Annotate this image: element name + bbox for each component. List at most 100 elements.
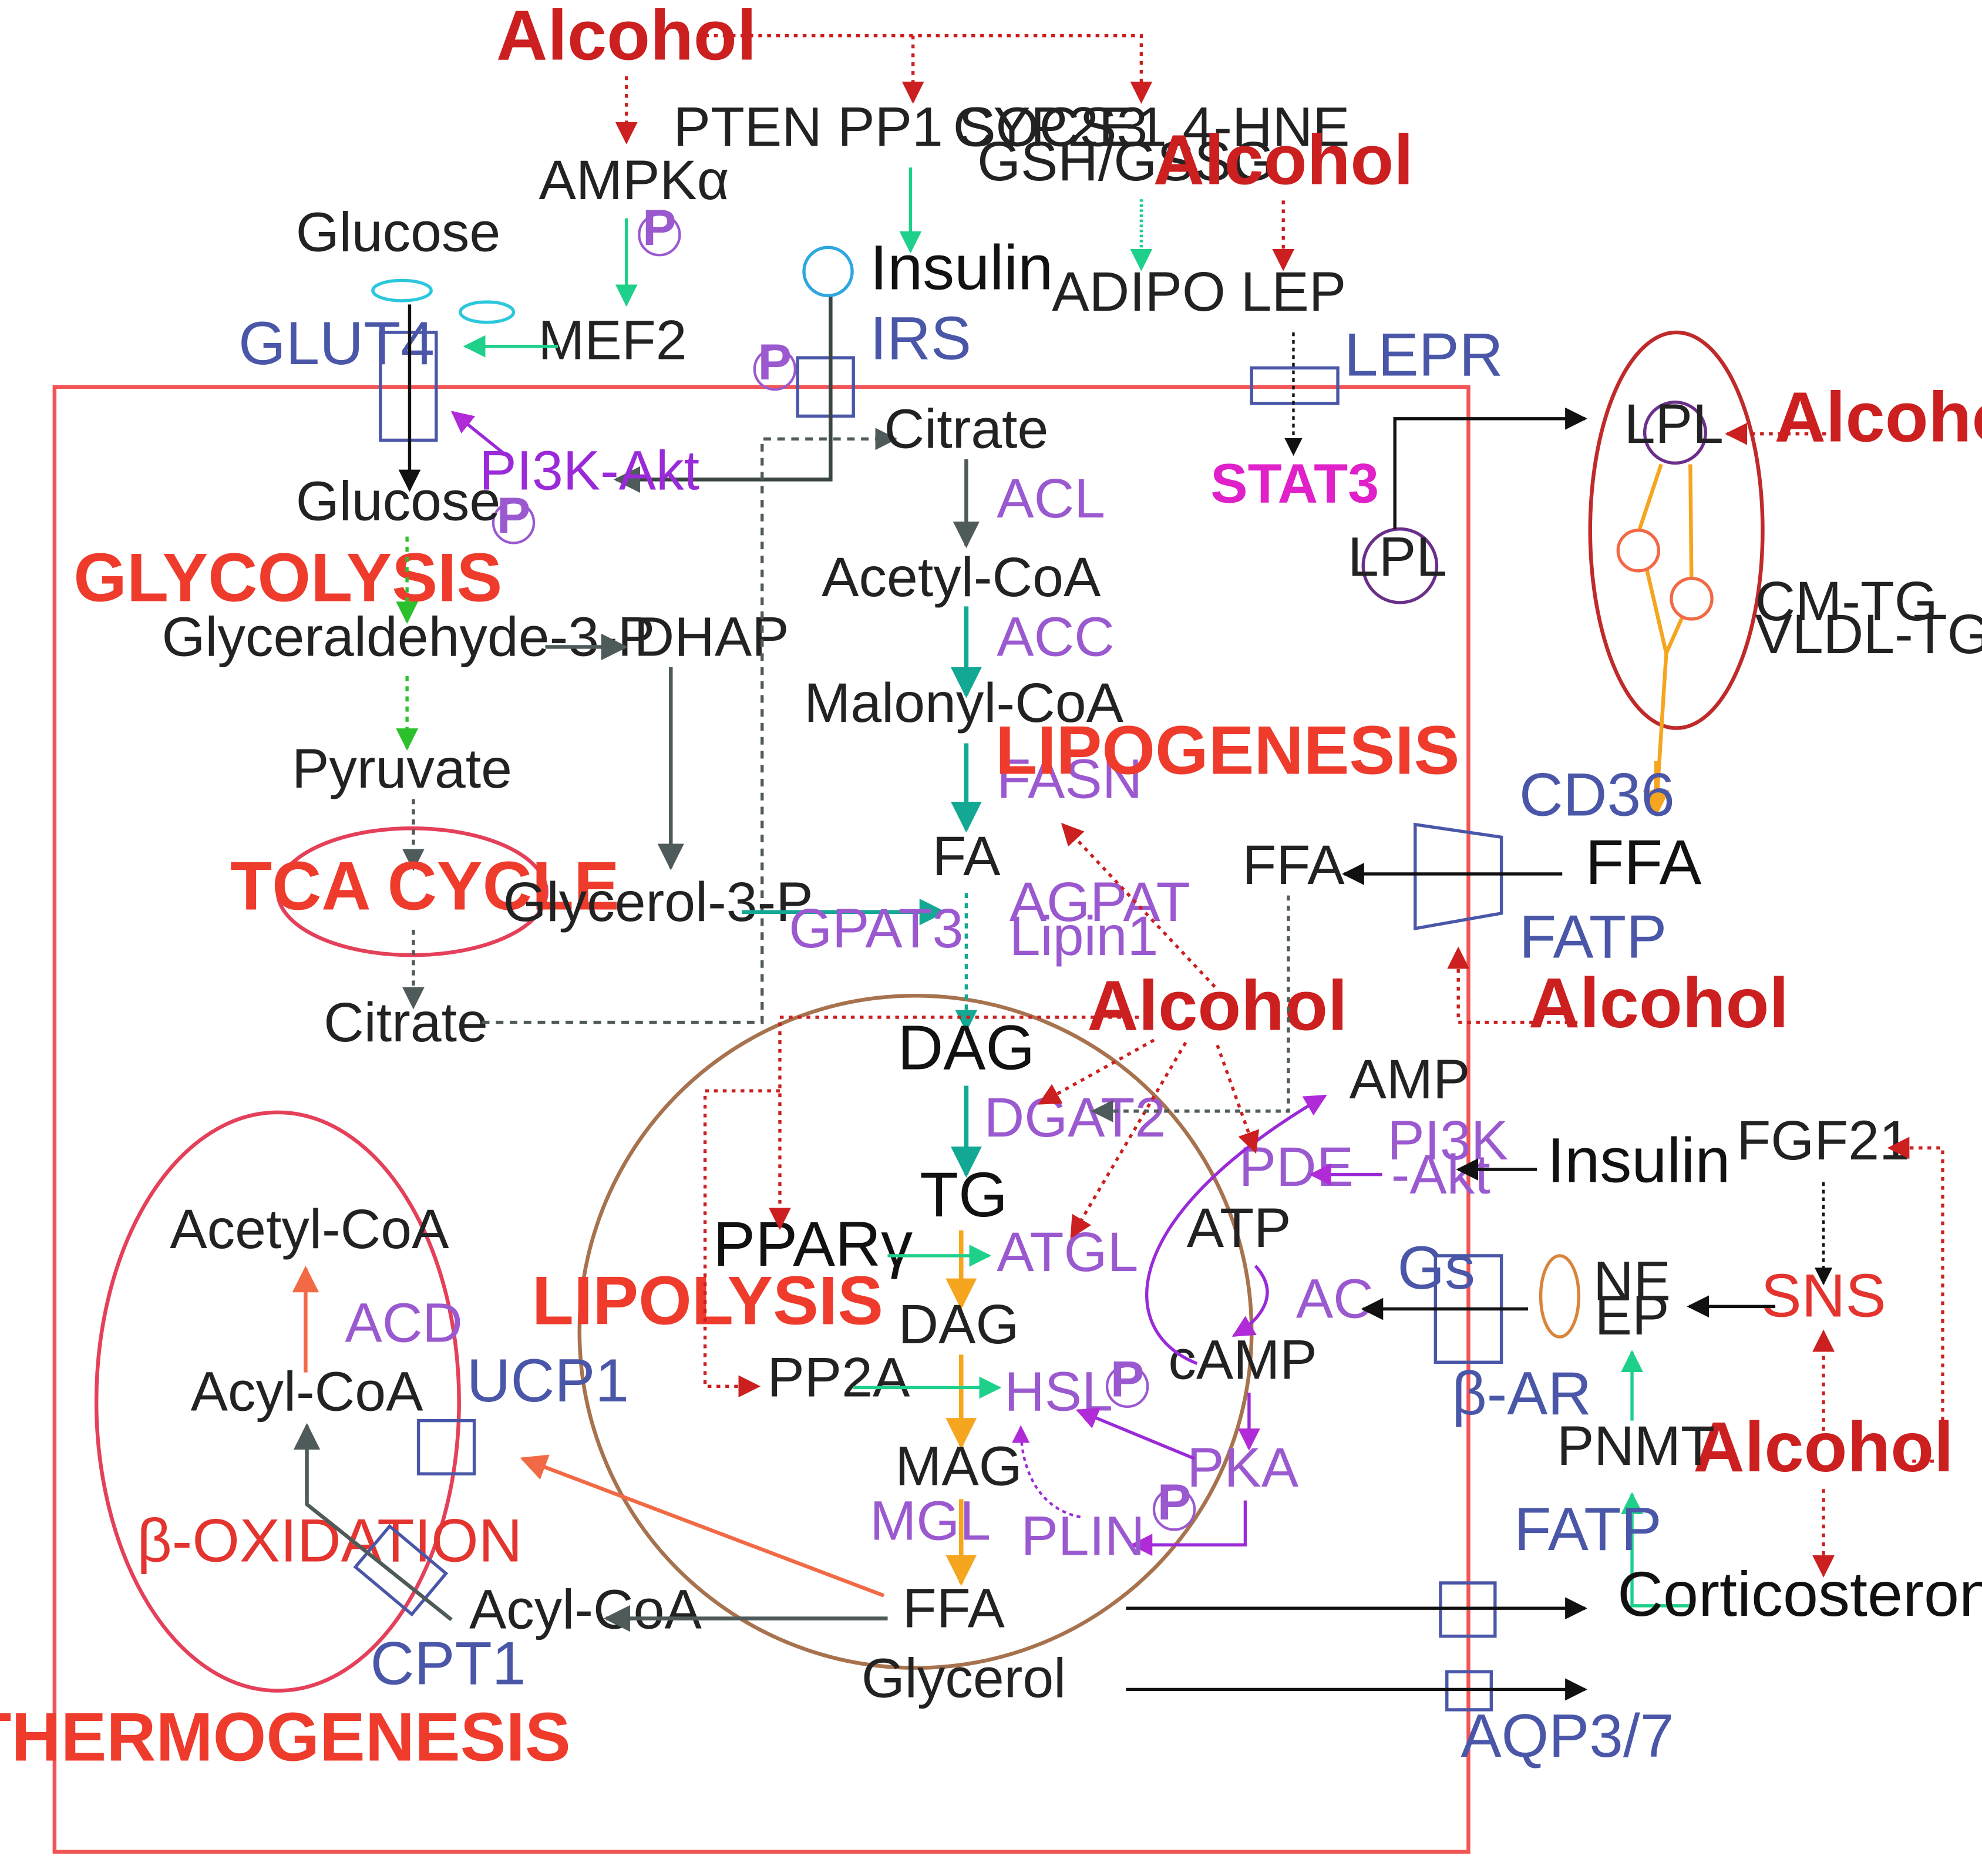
glycerol-label: Glycerol <box>862 1647 1066 1709</box>
alcohol-to-pp2a-arrow <box>703 1089 780 1398</box>
lipin1-label: Lipin1 <box>1009 905 1159 967</box>
cmtg-label: CM-TG <box>1755 570 1937 633</box>
glucose-icon <box>371 278 433 302</box>
lipoprotein-vessel <box>1588 330 1765 730</box>
acetylcoa-label: Acetyl-CoA <box>822 546 1101 608</box>
pi3k-to-glut4-arrow <box>450 411 506 456</box>
irs-box <box>796 356 855 418</box>
citrate-mito-label: Citrate <box>324 991 488 1054</box>
pka-label: PKA <box>1187 1437 1299 1499</box>
plin-to-hsl-arrow <box>1012 1425 1081 1518</box>
gsh-label: GSH/GSSG <box>977 130 1275 193</box>
cyto-acylcoa-label: Acyl-CoA <box>469 1579 702 1641</box>
glucose-outside-label: Glucose <box>296 201 501 264</box>
ucp1-label: UCP1 <box>467 1346 629 1414</box>
pp2a-label: PP2A <box>767 1347 910 1409</box>
alcohol-label-sns: Alcohol <box>1693 1407 1953 1487</box>
mito-acylcoa-label: Acyl-CoA <box>191 1360 424 1423</box>
lipoprotein-branches <box>1636 463 1694 812</box>
phospho-icon <box>492 501 536 544</box>
lipolysis-title: LIPOLYSIS <box>532 1262 883 1339</box>
cpt1-transporter <box>353 1524 449 1617</box>
insulin-to-pi3k-arrow <box>613 297 833 493</box>
lipogenesis-title: LIPOGENESIS <box>995 711 1459 788</box>
cell-boundary <box>52 385 1470 1854</box>
gpat3-label: GPAT3 <box>789 897 963 960</box>
sns-label: SNS <box>1761 1262 1886 1330</box>
ne-label: NE <box>1593 1250 1671 1312</box>
alcohol-to-pde-arrow <box>1216 1044 1260 1154</box>
cd36-fatp-transporter <box>1414 822 1503 931</box>
corticosterone-to-pnmt-arrow <box>1621 1492 1694 1608</box>
alcohol-to-pparg-arrow <box>769 1016 1148 1231</box>
ffa-droplet-label: FFA <box>903 1578 1005 1640</box>
fasn-label: FASN <box>997 748 1142 810</box>
pparg-label: PPARγ <box>713 1208 913 1279</box>
ffa-to-dgat2-arrow <box>1091 895 1290 1122</box>
fatp-label: FATP <box>1519 902 1667 970</box>
mito-acetylcoa-label: Acetyl-CoA <box>170 1198 449 1260</box>
phospho-icon <box>1105 1364 1149 1408</box>
atgl-label: ATGL <box>997 1221 1138 1283</box>
mitochondrion <box>94 1110 461 1693</box>
fa-label: FA <box>932 825 1001 887</box>
phospho-label: P <box>1111 1351 1145 1408</box>
lepr-label: LEPR <box>1344 320 1503 388</box>
alcohol-to-fatp-arrow <box>1447 946 1578 1024</box>
cpt1-transport-arrow <box>293 1423 453 1622</box>
vldltg-label: VLDL-TG <box>1755 603 1982 665</box>
alcohol-label-top: Alcohol <box>496 0 756 75</box>
beta-ar-label: β-AR <box>1452 1359 1591 1427</box>
adrenergic-ligand-icon <box>1539 1254 1581 1339</box>
g3p-label: Glyceraldehyde-3-P <box>162 606 655 668</box>
malonylcoa-label: Malonyl-CoA <box>804 672 1123 734</box>
insulin-receptor-icon <box>802 246 854 298</box>
pka-to-hsl-arrow <box>1075 1407 1196 1460</box>
lep-label: LEP <box>1241 261 1347 323</box>
atp-to-camp-arrow <box>1231 1265 1269 1337</box>
thermogenesis-title: THERMOGENESIS <box>0 1698 571 1775</box>
camp-label: cAMP <box>1168 1329 1317 1391</box>
mag-label: MAG <box>895 1435 1022 1498</box>
acl-label: ACL <box>997 468 1105 530</box>
stat3-label: STAT3 <box>1210 452 1379 515</box>
phospho-label: P <box>497 488 531 544</box>
lpl-vessel-icon <box>1643 400 1707 465</box>
mgl-label: MGL <box>870 1490 991 1552</box>
pi3k-akt-label: PI3K-Akt <box>479 440 699 502</box>
ampk-label: AMPKα <box>539 149 729 211</box>
pde-label: PDE <box>1239 1136 1354 1198</box>
phospho-icon <box>1152 1488 1196 1531</box>
gs-label: Gs <box>1398 1233 1475 1302</box>
dhap-label: DHAP <box>634 606 789 668</box>
alcohol-label-fatp: Alcohol <box>1529 963 1789 1043</box>
plin-label: PLIN <box>1021 1505 1145 1568</box>
alcohol-to-atgl-arrow <box>1070 1041 1187 1239</box>
cyp2e1-label: CYP2E1 4-HNE <box>953 96 1350 159</box>
lpl-secretion-arrow <box>1393 407 1587 529</box>
cpt1-label: CPT1 <box>371 1629 526 1697</box>
akt-label: -Akt <box>1391 1144 1490 1206</box>
tg-label: TG <box>920 1159 1008 1230</box>
ffa-inside-label: FFA <box>1242 834 1345 896</box>
dag-label: DAG <box>897 1011 1035 1082</box>
alcohol-to-cyp-arrow <box>705 33 1153 104</box>
ucp1-box <box>416 1418 476 1476</box>
alcohol-label-lpl: Alcohol <box>1775 378 1982 457</box>
phospho-label: P <box>758 334 792 391</box>
ac-label: AC <box>1296 1268 1374 1330</box>
glucose-icon <box>459 300 516 324</box>
glycolysis-title: GLYCOLYSIS <box>73 539 502 616</box>
alcohol-to-dgat2-arrow <box>1038 1038 1155 1105</box>
lpl-inner-label: LPL <box>1348 526 1447 589</box>
ep-label: EP <box>1595 1285 1670 1347</box>
lipoprotein-icon <box>1670 577 1714 621</box>
insulin-label: Insulin <box>1547 1125 1730 1196</box>
alcohol-label-lep: Alcohol <box>1153 120 1414 199</box>
phospho-label: P <box>642 200 677 256</box>
beta-oxidation-label: β-OXIDATION <box>137 1506 522 1574</box>
insulin-label-top: Insulin <box>870 232 1053 303</box>
pyruvate-label: Pyruvate <box>292 738 512 800</box>
pi3k-label: PI3K <box>1387 1110 1508 1172</box>
